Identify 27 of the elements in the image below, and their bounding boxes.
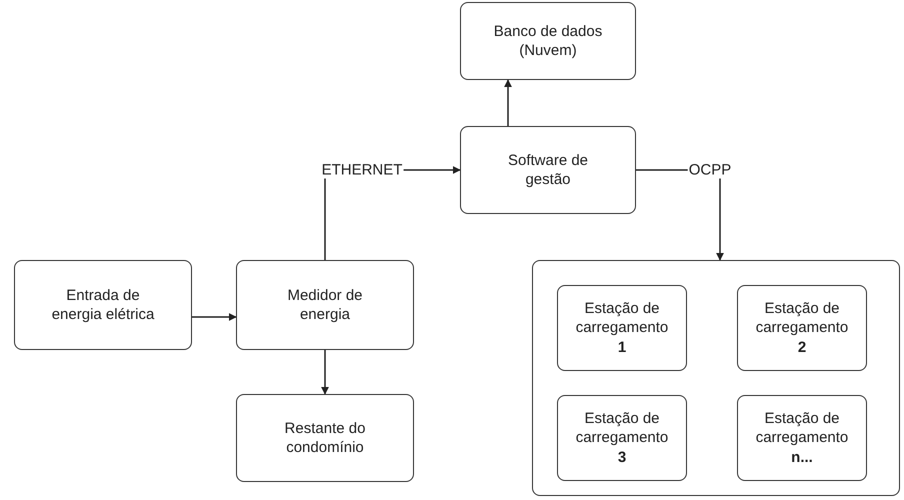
station-number: 3 (616, 448, 628, 468)
edge-label: ETHERNET (320, 162, 404, 178)
node-label: Software de gestão (506, 150, 590, 190)
node-label: Banco de dados (Nuvem) (492, 22, 604, 60)
process-box (14, 260, 192, 350)
node-label: Medidor de energia (286, 286, 364, 324)
group-box (532, 260, 900, 496)
station-box (737, 395, 867, 481)
process-box (236, 260, 414, 350)
edge-label: OCPP (688, 162, 732, 178)
station-box (557, 285, 687, 371)
station-number: 1 (616, 338, 628, 358)
node-label: Restante do condomínio (284, 418, 366, 458)
process-box (460, 126, 636, 214)
node-label: Estação de carregamento (574, 408, 670, 448)
node-label: Estação de carregamento (574, 298, 670, 338)
station-number: 2 (796, 338, 808, 358)
arrow (321, 350, 329, 395)
arrow (192, 313, 237, 321)
station-number: n... (790, 448, 814, 468)
process-box (236, 394, 414, 482)
node-label: Estação de carregamento (754, 298, 850, 338)
arrow (504, 79, 512, 126)
station-box (557, 395, 687, 481)
process-box (460, 2, 636, 80)
station-box (737, 285, 867, 371)
node-label: Entrada de energia elétrica (50, 286, 156, 324)
